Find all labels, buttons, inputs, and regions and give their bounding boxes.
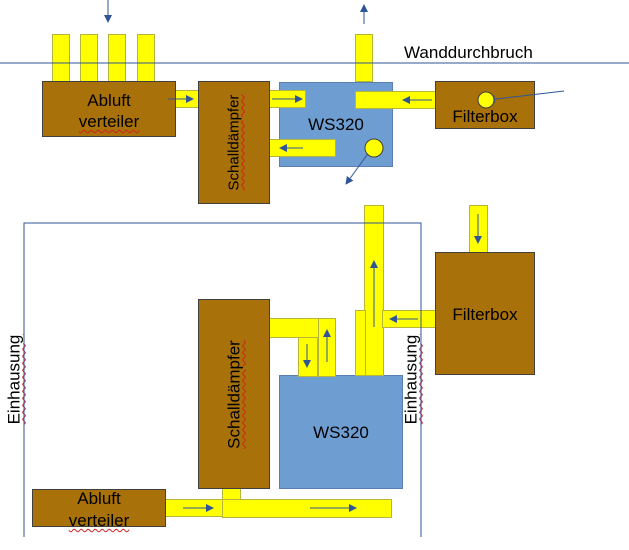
bottom-schalldaempfer bbox=[198, 299, 270, 489]
bottom-abluft-verteiler bbox=[32, 489, 166, 527]
bottom-abluft-label-line1: Abluft bbox=[77, 489, 121, 508]
bottom-duct-vertical-2 bbox=[355, 310, 366, 376]
top-ws320-label: WS320 bbox=[308, 115, 364, 134]
wall-penetration-label: Wanddurchbruch bbox=[404, 43, 533, 62]
bottom-filterbox bbox=[435, 252, 535, 375]
top-filterbox-label: Filterbox bbox=[452, 107, 518, 126]
top-abluft-label-line2: verteiler bbox=[78, 112, 140, 131]
bottom-abluft-label-line2: verteiler bbox=[68, 511, 130, 530]
top-abluft-verteiler bbox=[42, 81, 176, 137]
bottom-ws320-unit bbox=[279, 375, 403, 489]
top-abluft-label-line1: Abluft bbox=[87, 91, 131, 110]
top-duct-wall-exhaust bbox=[355, 34, 373, 82]
enclosure-outline bbox=[23, 222, 422, 537]
bottom-duct-outlet bbox=[222, 499, 392, 518]
top-filter-outlet-circle bbox=[477, 91, 495, 109]
bottom-filterbox-label: Filterbox bbox=[452, 305, 518, 324]
top-schalldaempfer bbox=[198, 81, 270, 204]
top-arrow-filter-in bbox=[487, 90, 565, 104]
top-ws-outlet-circle bbox=[364, 138, 384, 158]
bottom-ws320-label: WS320 bbox=[313, 423, 369, 442]
